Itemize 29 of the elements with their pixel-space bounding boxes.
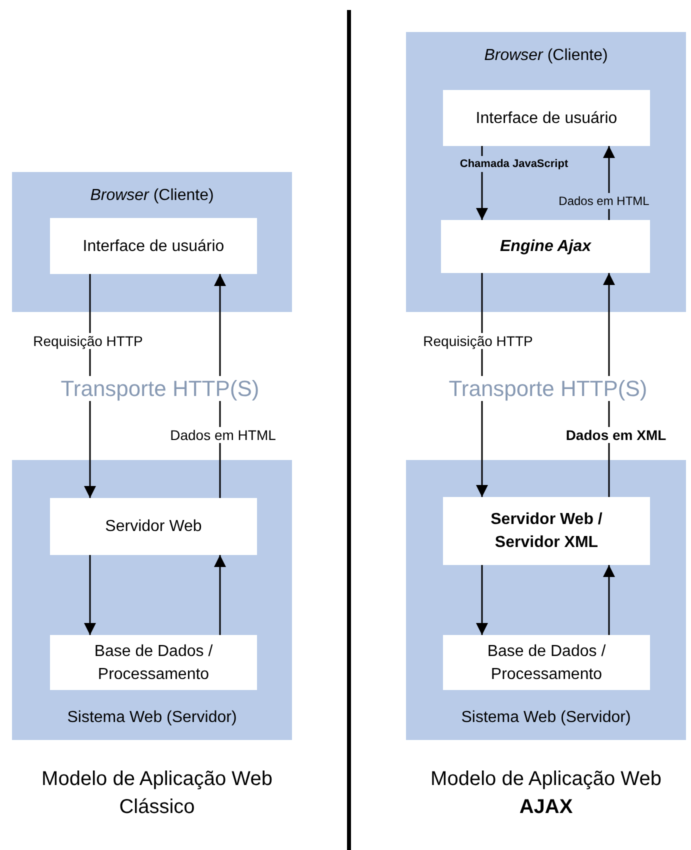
panel (406, 32, 686, 312)
process-box: Engine Ajax (441, 220, 650, 273)
panel-title: Sistema Web (Servidor) (460, 708, 632, 728)
arrow (214, 555, 226, 635)
edge-label: Chamada JavaScript (458, 156, 570, 172)
panel-title: Browser (Cliente) (89, 186, 215, 206)
edge-label: Dados em XML (564, 427, 668, 443)
arrow (603, 565, 615, 635)
process-box: Servidor Web / Servidor XML (443, 497, 650, 565)
model-caption: Modelo de Aplicação Web AJAX (430, 768, 662, 818)
edge-label: Dados em HTML (558, 193, 650, 209)
transport-label: Transporte HTTP(S) (60, 376, 260, 401)
edge-label: Requisição HTTP (32, 333, 144, 349)
panel (12, 460, 292, 740)
edge-label: Requisição HTTP (422, 333, 534, 349)
panel-title: Browser (Cliente) (483, 46, 609, 66)
arrow (476, 565, 488, 635)
process-box: Servidor Web (50, 498, 257, 555)
edge-label: Dados em HTML (169, 427, 277, 443)
panel-title: Sistema Web (Servidor) (66, 708, 238, 728)
process-box: Interface de usuário (443, 90, 650, 146)
panel (12, 172, 292, 312)
transport-label: Transporte HTTP(S) (448, 376, 648, 401)
process-box: Base de Dados / Processamento (50, 635, 257, 690)
arrow (84, 555, 96, 635)
model-caption: Modelo de Aplicação Web Clássico (42, 768, 272, 818)
process-box: Base de Dados / Processamento (443, 635, 650, 690)
process-box: Interface de usuário (50, 218, 257, 274)
panel (406, 460, 686, 740)
